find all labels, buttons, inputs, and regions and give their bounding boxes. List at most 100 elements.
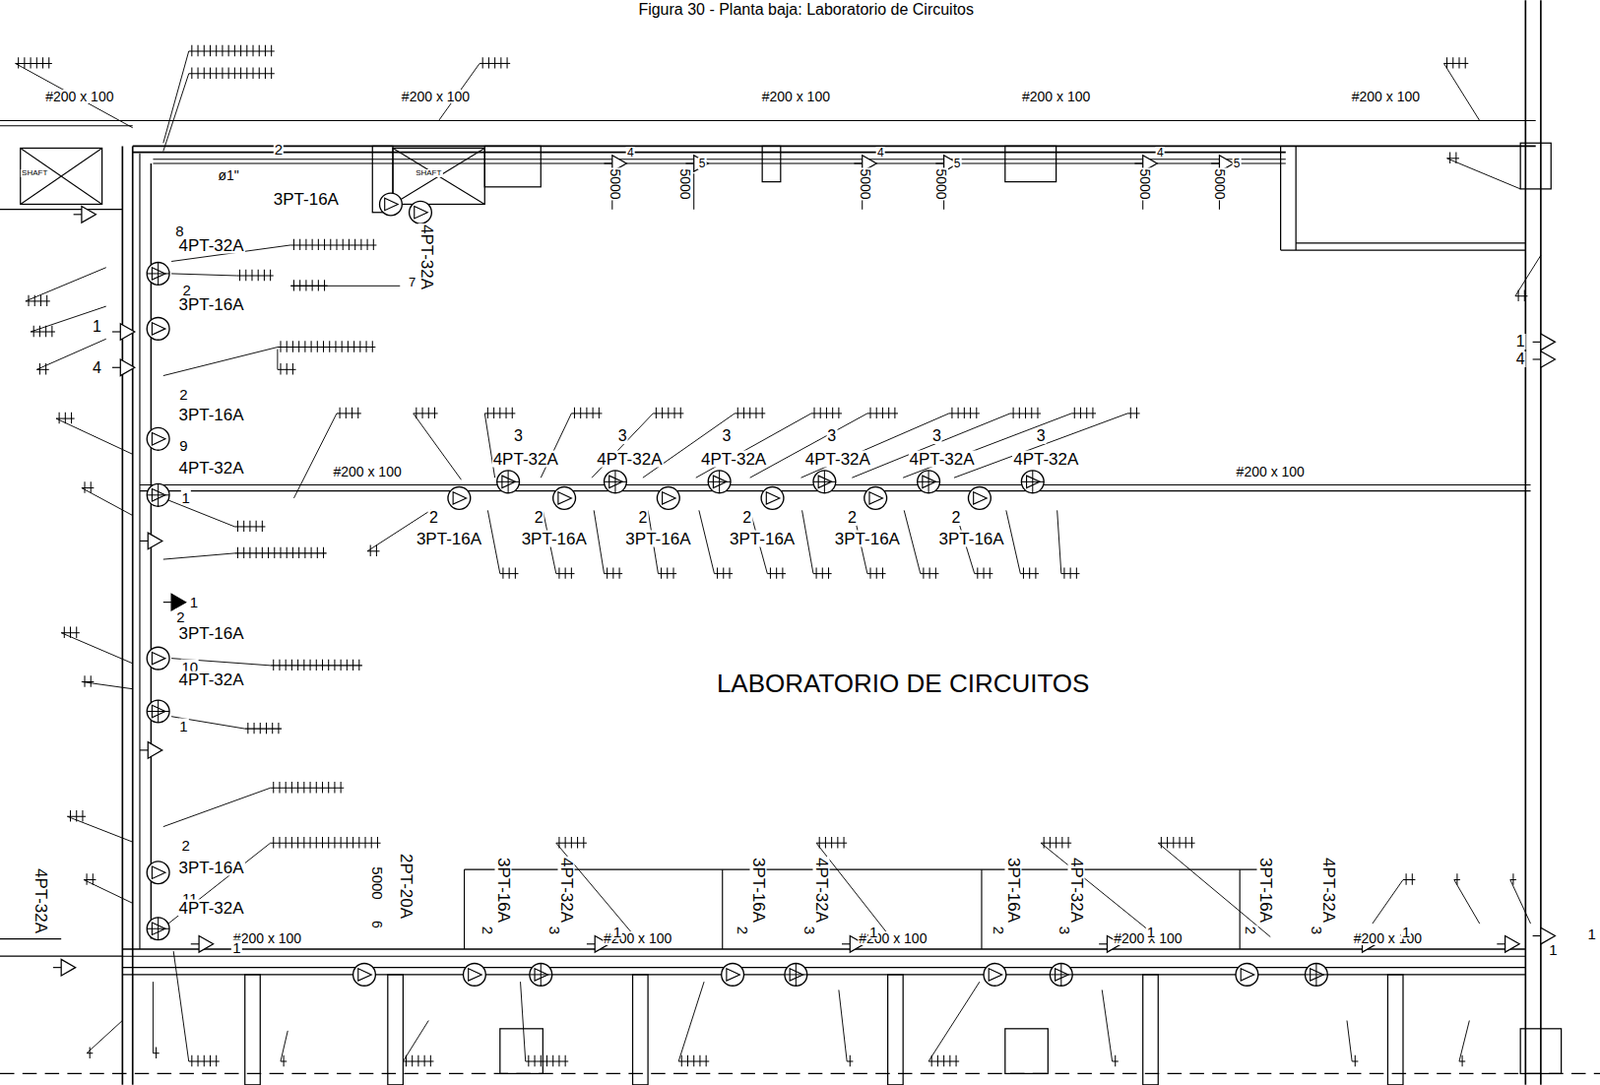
circuit-tick bbox=[693, 1055, 695, 1067]
callout-number: 2 bbox=[480, 925, 496, 936]
receptacle-triangle bbox=[766, 492, 779, 505]
circuit-tick bbox=[667, 407, 669, 419]
circuit-tick bbox=[949, 1055, 951, 1067]
receptacle-symbol bbox=[409, 200, 433, 224]
receptacle-symbol bbox=[463, 962, 487, 986]
outlet-symbol bbox=[1505, 936, 1521, 954]
circuit-tick bbox=[92, 873, 94, 885]
receptacle-triangle bbox=[151, 651, 165, 664]
callout-number: 2 bbox=[180, 837, 191, 853]
receptacle-cross bbox=[795, 962, 797, 986]
receptacle-triangle bbox=[726, 968, 740, 981]
callout-number: 3 bbox=[801, 925, 817, 936]
circuit-tick bbox=[775, 567, 777, 578]
circuit-tick bbox=[937, 1055, 939, 1067]
circuit-tick bbox=[298, 340, 300, 352]
receptacle-symbol bbox=[707, 470, 731, 494]
circuit-tick bbox=[256, 520, 257, 532]
column-box bbox=[1005, 145, 1057, 182]
circuit-tick bbox=[430, 1055, 432, 1067]
circuit-tick bbox=[680, 407, 682, 419]
circuit-line bbox=[83, 879, 96, 881]
circuit-tick bbox=[699, 1055, 701, 1067]
circuit-tick bbox=[30, 57, 32, 68]
circuit-tick bbox=[943, 1055, 945, 1067]
leader-line bbox=[540, 413, 572, 478]
column-box bbox=[500, 1028, 544, 1075]
circuit-tick bbox=[969, 407, 971, 419]
leader-line bbox=[487, 510, 500, 574]
circuit-tick bbox=[240, 45, 242, 57]
circuit-tick bbox=[876, 407, 878, 419]
circuit-tick bbox=[346, 659, 348, 671]
circuit-tick bbox=[377, 836, 379, 848]
callout-number: 1 bbox=[91, 319, 103, 335]
circuit-tick bbox=[660, 567, 662, 578]
leader-line bbox=[903, 510, 921, 574]
circuit-tick bbox=[305, 279, 307, 291]
circuit-label: 4PT-32A bbox=[1012, 450, 1080, 468]
receptacle-cross bbox=[824, 470, 826, 494]
circuit-tick bbox=[506, 407, 508, 419]
circuit-tick bbox=[816, 567, 818, 578]
outlet-stub bbox=[112, 367, 121, 369]
circuit-tick bbox=[234, 45, 236, 57]
leader-line bbox=[163, 553, 236, 560]
circuit-tick bbox=[245, 269, 247, 281]
column-box bbox=[245, 974, 261, 1085]
circuit-tick bbox=[1024, 407, 1026, 419]
circuit-tick bbox=[312, 239, 314, 251]
callout-number: 4 bbox=[626, 146, 636, 159]
shaft-cross bbox=[20, 147, 103, 204]
circuit-line bbox=[25, 300, 51, 302]
circuit-tick bbox=[273, 547, 275, 559]
receptacle-symbol bbox=[146, 483, 170, 507]
circuit-tick bbox=[983, 567, 985, 578]
circuit-label: 3PT-16A bbox=[624, 530, 692, 548]
callout-number: 5000 bbox=[678, 167, 693, 200]
callout-number: 3 bbox=[720, 428, 732, 445]
circuit-tick bbox=[339, 407, 341, 419]
circuit-tick bbox=[279, 363, 281, 375]
circuit-tick bbox=[23, 57, 25, 68]
circuit-tick bbox=[1166, 836, 1168, 848]
callout-number: 2 bbox=[1242, 925, 1258, 936]
leader-line bbox=[556, 842, 634, 934]
wall-line bbox=[0, 938, 62, 940]
outlet-stub bbox=[604, 162, 613, 164]
circuit-tick bbox=[329, 239, 331, 251]
circuit-tick bbox=[305, 239, 307, 251]
circuit-line bbox=[189, 72, 275, 74]
circuit-tick bbox=[956, 1055, 958, 1067]
circuit-label: 4PT-32A bbox=[1068, 856, 1086, 924]
circuit-tick bbox=[1446, 57, 1448, 68]
circuit-tick bbox=[424, 1055, 426, 1067]
bench-line bbox=[980, 869, 982, 950]
circuit-tick bbox=[209, 67, 211, 79]
circuit-tick bbox=[321, 836, 323, 848]
circuit-tick bbox=[1055, 836, 1057, 848]
leader-line bbox=[168, 500, 235, 527]
circuit-tick bbox=[81, 810, 83, 822]
outlet-stub bbox=[112, 330, 121, 332]
circuit-tick bbox=[1074, 407, 1076, 419]
circuit-tick bbox=[565, 836, 567, 848]
wall-line bbox=[1295, 242, 1526, 244]
circuit-tick bbox=[951, 407, 953, 419]
callout-number: 4 bbox=[1515, 351, 1527, 368]
receptacle-cross bbox=[1060, 962, 1062, 986]
circuit-tick bbox=[1068, 836, 1070, 848]
receptacle-triangle bbox=[358, 968, 372, 981]
circuit-label: 4PT-32A bbox=[177, 458, 245, 476]
circuit-tick bbox=[434, 407, 436, 419]
wall-line bbox=[0, 956, 123, 958]
outlet-stub bbox=[841, 943, 850, 945]
leader-line bbox=[86, 1021, 123, 1054]
circuit-tick bbox=[882, 407, 884, 419]
receptacle-symbol bbox=[761, 487, 784, 511]
circuit-tick bbox=[249, 520, 251, 532]
callout-number: 1 bbox=[1146, 924, 1156, 940]
circuit-tick bbox=[243, 547, 245, 559]
callout-number: 5 bbox=[698, 157, 707, 170]
